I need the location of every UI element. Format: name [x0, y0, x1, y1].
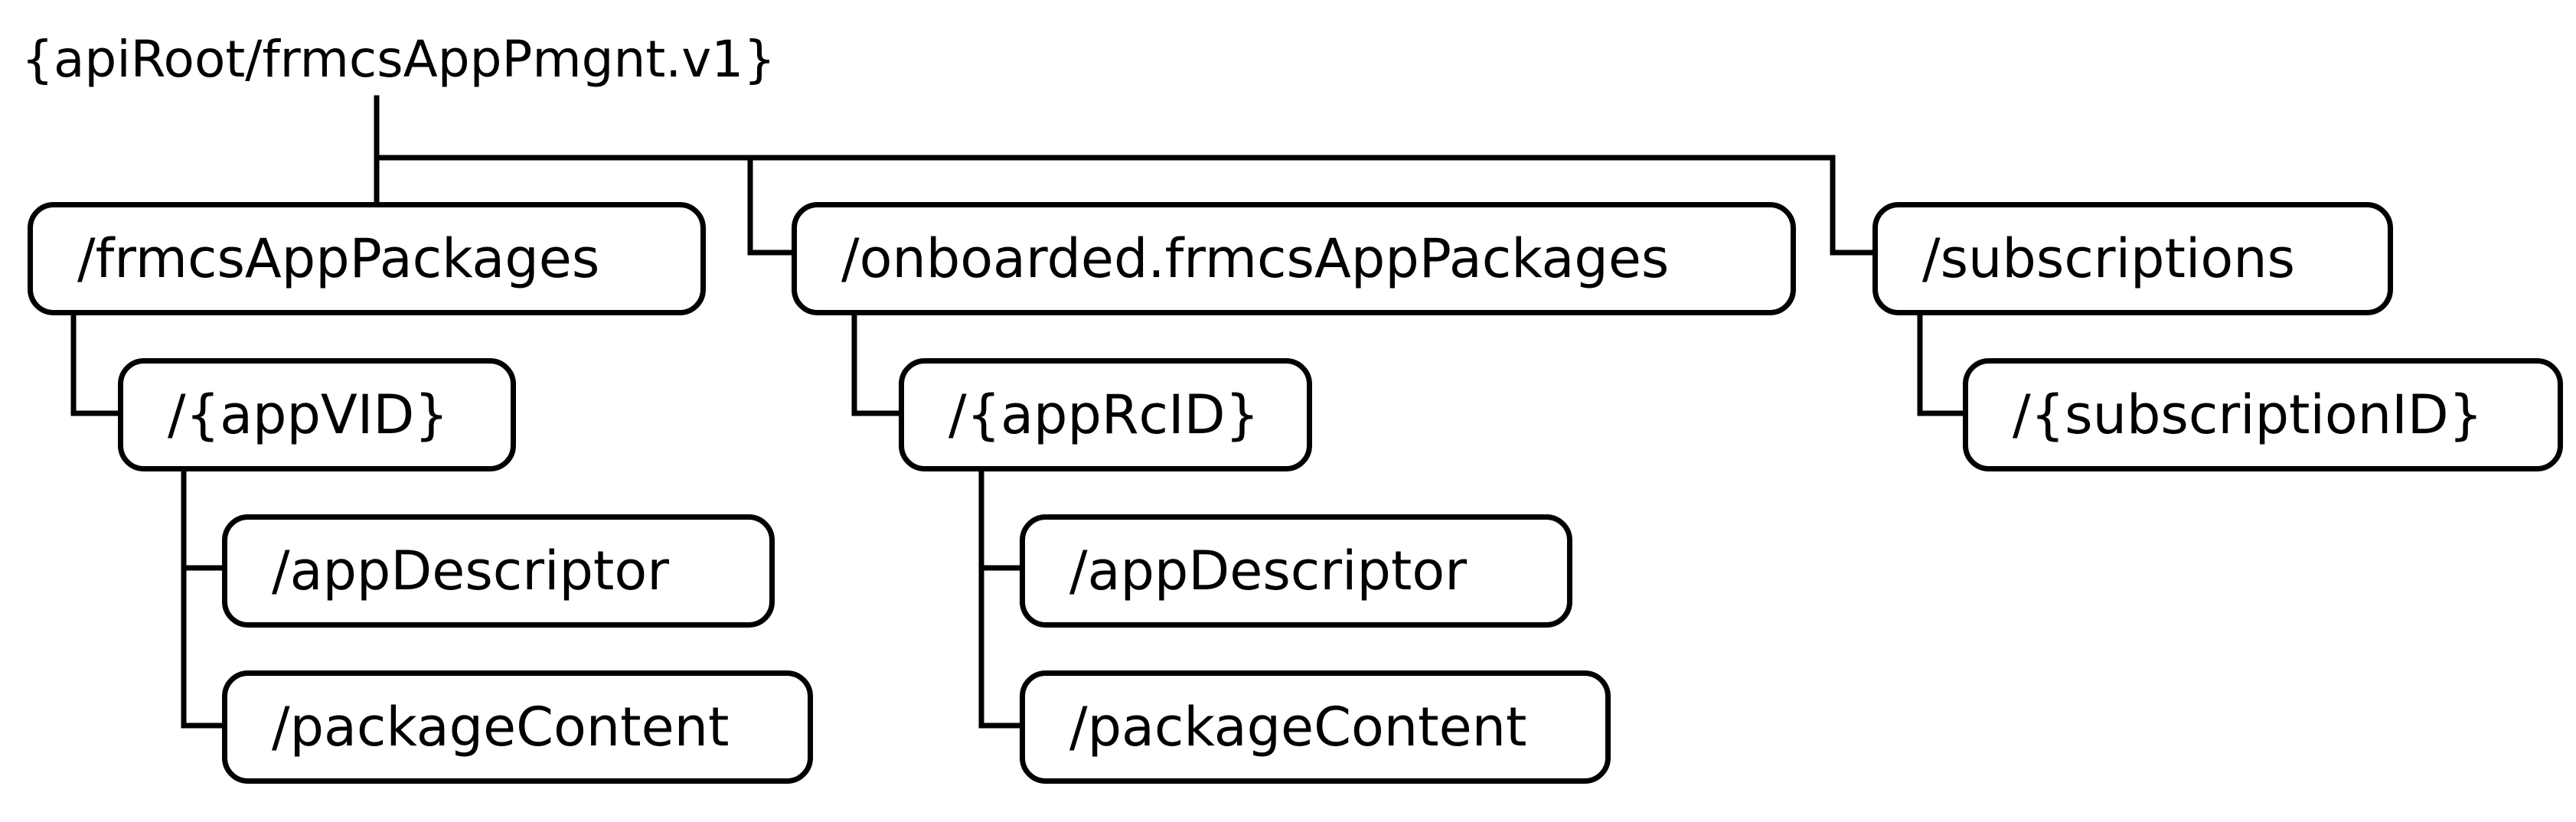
node-frmcs-app-packages: /frmcsAppPackages [28, 202, 706, 315]
node-subscriptions: /subscriptions [1872, 202, 2393, 315]
node-package-content-2: /packageContent [1020, 670, 1611, 784]
connector-subscriptions [1830, 155, 1876, 256]
node-app-descriptor-2: /appDescriptor [1020, 514, 1572, 628]
connector-onboarded [747, 155, 795, 256]
node-app-rc-id: /{appRcID} [899, 358, 1312, 471]
node-package-content-1: /packageContent [222, 670, 813, 784]
connector-apprcid [851, 312, 902, 416]
connector-appvid [70, 312, 121, 416]
connector-subscriptionid [1917, 312, 1966, 416]
node-onboarded-frmcs-app-packages: /onboarded.frmcsAppPackages [792, 202, 1796, 315]
node-subscription-id: /{subscriptionID} [1963, 358, 2563, 471]
api-root-label: {apiRoot/frmcsAppPmgnt.v1} [21, 30, 776, 89]
node-app-vid: /{appVID} [118, 358, 516, 471]
node-app-descriptor-1: /appDescriptor [222, 514, 775, 628]
